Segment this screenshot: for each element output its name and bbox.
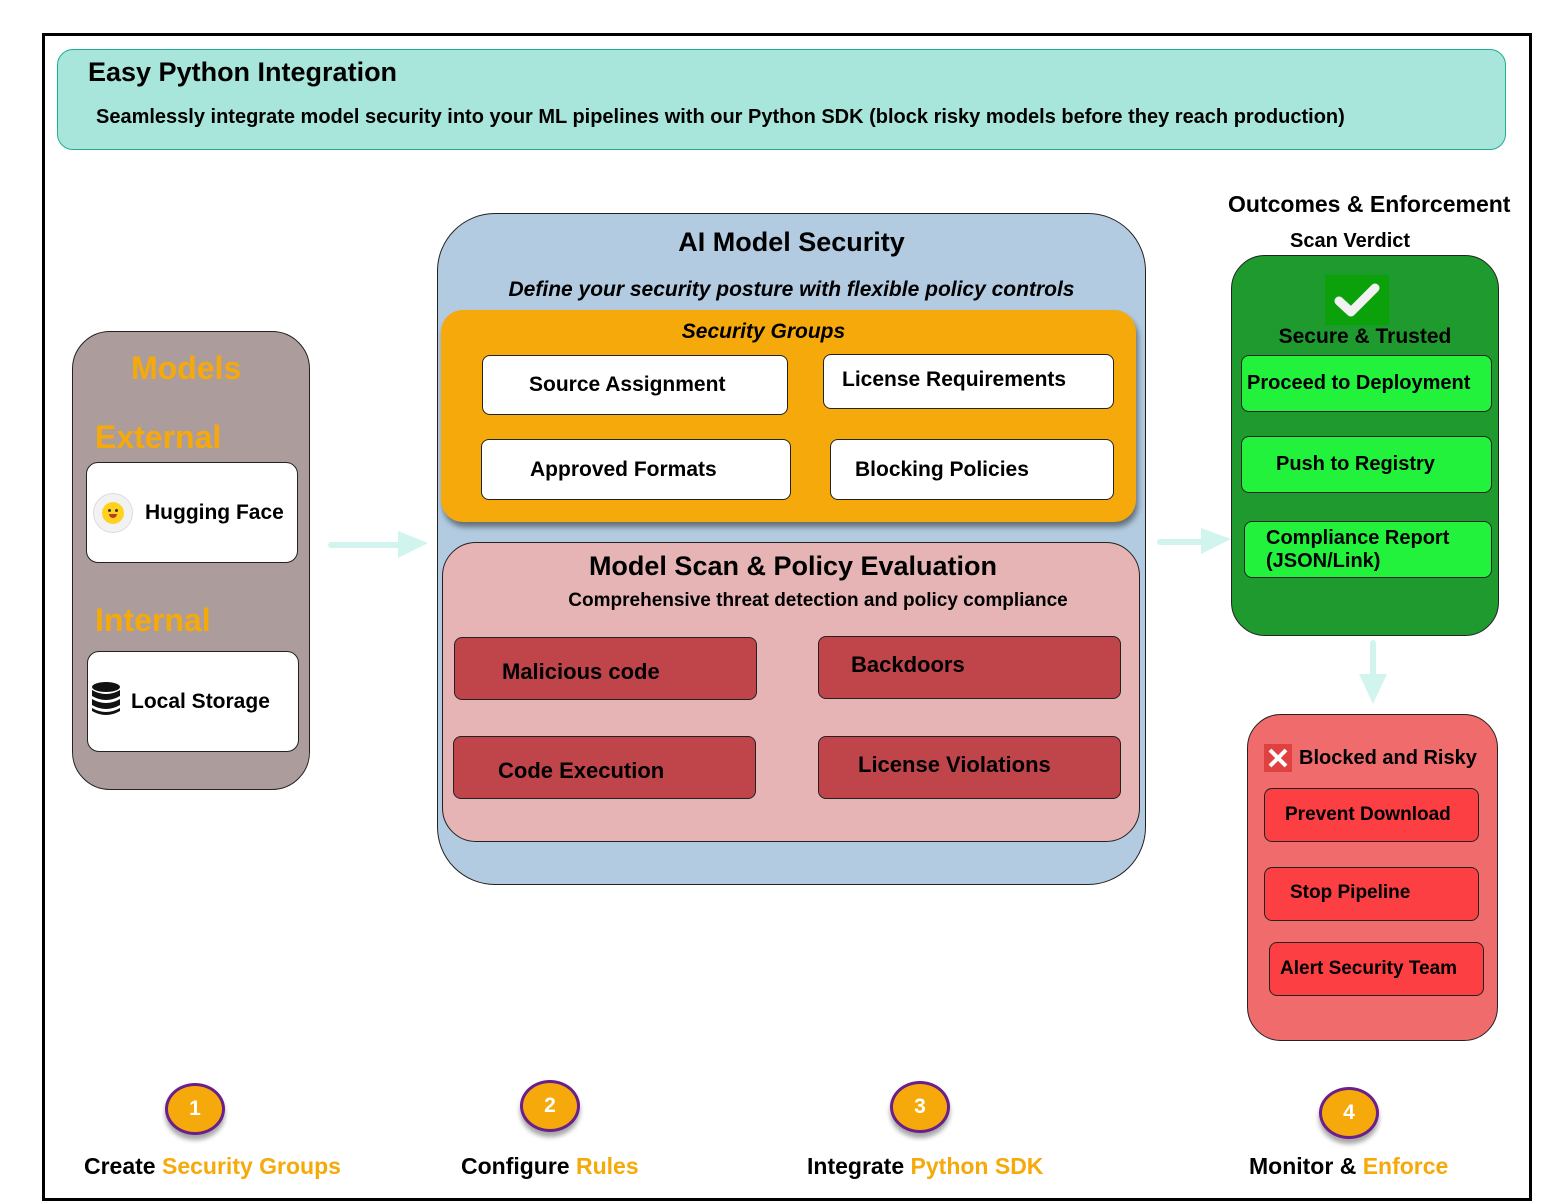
source-label: Local Storage xyxy=(131,689,270,713)
integration-banner xyxy=(57,49,1506,150)
models-title: Models xyxy=(131,350,242,386)
step-2-label: Configure Rules xyxy=(461,1153,639,1180)
source-hugging-face[interactable]: Hugging Face xyxy=(86,462,298,563)
action-compliance-report[interactable]: Compliance Report (JSON/Link) xyxy=(1244,521,1492,578)
ai-security-subtitle: Define your security posture with flexib… xyxy=(508,278,1075,301)
banner-subtitle: Seamlessly integrate model security into… xyxy=(96,106,1345,128)
step-2-badge: 2 xyxy=(520,1080,580,1132)
arrow-right-icon xyxy=(1157,526,1233,556)
step-3-badge: 3 xyxy=(890,1081,950,1133)
secure-trusted-label: Secure & Trusted xyxy=(1278,325,1452,348)
ai-security-title: AI Model Security xyxy=(678,227,905,257)
scan-subtitle: Comprehensive threat detection and polic… xyxy=(568,590,1068,611)
diagram-frame xyxy=(42,33,1532,1201)
x-icon xyxy=(1264,744,1292,772)
step-highlight: Security Groups xyxy=(162,1153,341,1179)
scan-verdict-label: Scan Verdict xyxy=(1290,230,1411,252)
action-proceed-deployment[interactable]: Proceed to Deployment xyxy=(1241,355,1492,412)
blocked-risky-label: Blocked and Risky xyxy=(1299,746,1477,769)
outcomes-title: Outcomes & Enforcement xyxy=(1228,191,1511,217)
security-group-license-requirements[interactable]: License Requirements xyxy=(823,354,1114,409)
arrow-right-icon xyxy=(328,528,430,560)
check-icon xyxy=(1325,275,1389,325)
internal-label: Internal xyxy=(95,602,211,638)
step-prefix: Integrate xyxy=(807,1153,905,1179)
blocked-header: Blocked and Risky xyxy=(1264,744,1477,772)
step-4-label: Monitor & Enforce xyxy=(1249,1153,1448,1180)
source-label: Hugging Face xyxy=(145,500,284,524)
step-4-badge: 4 xyxy=(1319,1087,1379,1139)
banner-title: Easy Python Integration xyxy=(88,57,398,87)
security-group-blocking-policies[interactable]: Blocking Policies xyxy=(830,439,1114,500)
database-icon xyxy=(91,681,121,723)
threat-license-violations[interactable]: License Violations xyxy=(818,736,1121,799)
threat-code-execution[interactable]: Code Execution xyxy=(453,736,756,799)
step-highlight: Python SDK xyxy=(910,1153,1044,1179)
threat-backdoors[interactable]: Backdoors xyxy=(818,636,1121,699)
security-group-approved-formats[interactable]: Approved Formats xyxy=(481,439,791,500)
source-local-storage[interactable]: Local Storage xyxy=(87,651,299,752)
step-1-badge: 1 xyxy=(165,1083,225,1135)
action-stop-pipeline[interactable]: Stop Pipeline xyxy=(1264,867,1479,921)
threat-malicious-code[interactable]: Malicious code xyxy=(454,637,757,700)
step-highlight: Enforce xyxy=(1362,1153,1449,1179)
step-prefix: Configure xyxy=(461,1153,570,1179)
action-alert-security-team[interactable]: Alert Security Team xyxy=(1269,942,1484,996)
step-3-label: Integrate Python SDK xyxy=(807,1153,1043,1180)
action-prevent-download[interactable]: Prevent Download xyxy=(1264,788,1479,842)
step-prefix: Create xyxy=(84,1153,156,1179)
step-1-label: Create Security Groups xyxy=(84,1153,341,1180)
step-prefix: Monitor & xyxy=(1249,1153,1357,1179)
arrow-down-icon xyxy=(1356,640,1390,706)
action-push-registry[interactable]: Push to Registry xyxy=(1241,436,1492,493)
step-highlight: Rules xyxy=(576,1153,639,1179)
security-group-source-assignment[interactable]: Source Assignment xyxy=(482,355,788,415)
scan-title: Model Scan & Policy Evaluation xyxy=(588,551,998,581)
security-groups-title: Security Groups xyxy=(681,320,846,343)
external-label: External xyxy=(95,419,222,455)
hugging-face-icon xyxy=(93,492,133,533)
